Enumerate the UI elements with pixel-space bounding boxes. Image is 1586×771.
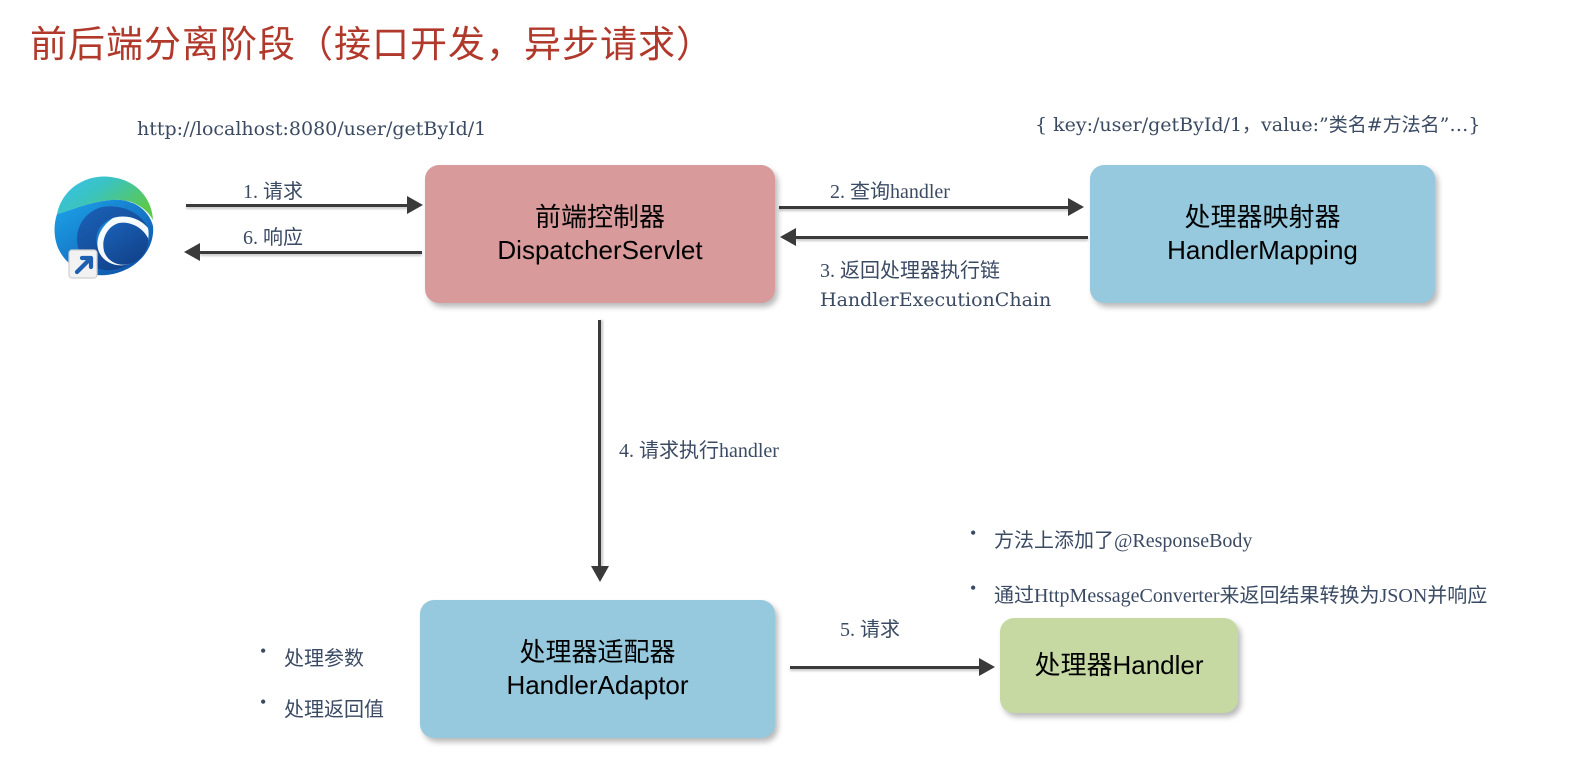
arrow-1-line [186,204,408,207]
node-handler-mapping-en-label: HandlerMapping [1167,235,1358,265]
arrow-label-2-query-handler: 2. 查询handler [830,181,950,203]
arrow-2-head [1068,198,1084,216]
arrow-5-head [979,658,995,676]
node-dispatcher-en-label: DispatcherServlet [497,235,703,265]
handler-mapping-note: { key:/user/getById/1，value:”类名#方法名”…} [1035,114,1481,136]
arrow-4-line [598,320,601,568]
list-item: 处理参数 [258,641,384,671]
list-item: 方法上添加了@ResponseBody [968,523,1487,553]
node-handler-en-label: Handler [1112,649,1204,680]
adaptor-notes-list: 处理参数 处理返回值 [258,641,384,744]
request-url-label: http://localhost:8080/user/getById/1 [137,118,487,140]
node-dispatcher-cn-label: 前端控制器 [534,202,665,232]
page-title: 前后端分离阶段（接口开发，异步请求） [30,25,714,66]
arrow-6-line [200,251,422,254]
arrow-6-head [184,243,200,261]
arrow-label-3-line2: HandlerExecutionChain [820,289,1052,311]
node-handler-mapping[interactable]: 处理器映射器 HandlerMapping [1090,165,1435,303]
arrow-label-3-line1: 3. 返回处理器执行链 [820,260,1000,282]
arrow-5-line [790,666,980,669]
node-handler-mapping-cn-label: 处理器映射器 [1184,202,1341,232]
node-dispatcher-servlet[interactable]: 前端控制器 DispatcherServlet [425,165,775,303]
arrow-label-6-response: 6. 响应 [243,227,303,249]
node-handler-adaptor-cn-label: 处理器适配器 [519,637,676,667]
node-handler-adaptor[interactable]: 处理器适配器 HandlerAdaptor [420,600,775,738]
node-handler-adaptor-en-label: HandlerAdaptor [506,670,689,700]
edge-browser-icon [45,168,160,283]
node-handler-cn-label: 处理器 [1034,650,1113,680]
arrow-2-line [779,206,1069,209]
list-item: 处理返回值 [258,692,384,722]
list-item: 通过HttpMessageConverter来返回结果转换为JSON并响应 [968,578,1487,608]
arrow-3-head [780,228,796,246]
arrow-1-head [407,196,423,214]
arrow-label-4-execute-handler: 4. 请求执行handler [619,440,779,462]
arrow-4-head [591,566,609,582]
arrow-label-1-request: 1. 请求 [243,181,303,203]
arrow-label-5-request: 5. 请求 [840,619,900,641]
handler-notes-list: 方法上添加了@ResponseBody 通过HttpMessageConvert… [968,523,1487,634]
arrow-3-line [796,236,1088,239]
node-handler[interactable]: 处理器Handler [1000,618,1238,713]
